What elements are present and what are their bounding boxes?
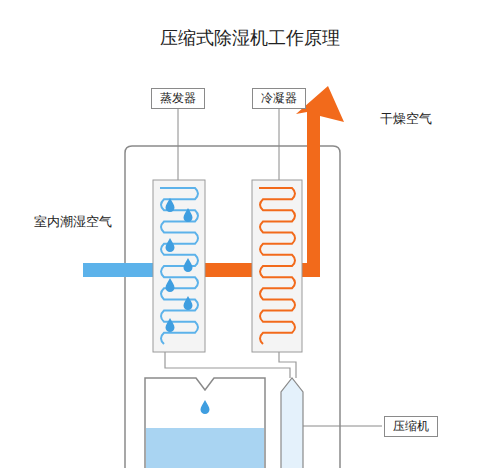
part-name: 冷凝器	[261, 91, 297, 105]
diagram-title: 压缩式除湿机工作原理	[160, 26, 340, 50]
part-label-box: 压缩机	[384, 416, 438, 437]
part-name: 蒸发器	[160, 91, 196, 105]
part-label-box: 蒸发器	[151, 88, 205, 109]
leader-line	[279, 109, 280, 180]
compressor-body	[281, 378, 303, 468]
leader-line	[302, 426, 382, 427]
part-label-box: 冷凝器	[252, 88, 306, 109]
water-tank	[145, 378, 265, 468]
flow-label: 室内潮湿空气	[34, 213, 112, 231]
condenser-coil	[259, 188, 295, 344]
flow-label: 干燥空气	[380, 110, 432, 128]
leader-line	[178, 109, 179, 180]
tank-water	[146, 428, 264, 468]
humid-air-flow	[83, 263, 154, 277]
condenser-panel	[252, 180, 302, 352]
evaporator-panel	[153, 180, 205, 352]
air-flow	[205, 263, 253, 277]
evaporator-coil	[160, 188, 198, 344]
refrigerant-pipe	[279, 352, 296, 378]
part-name: 压缩机	[393, 419, 429, 433]
refrigerant-pipe	[165, 352, 290, 378]
dry-air-arrow	[296, 86, 344, 277]
